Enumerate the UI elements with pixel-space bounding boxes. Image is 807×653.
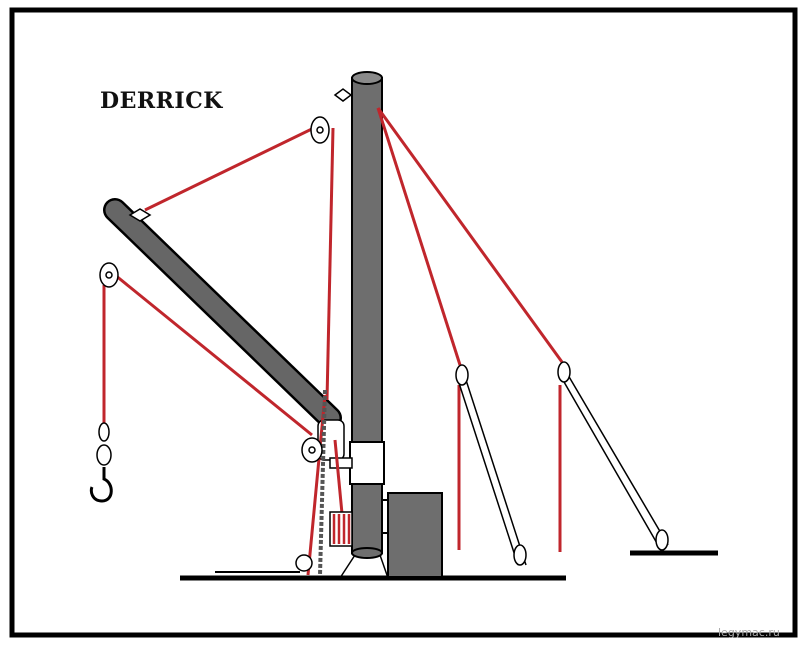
watermark: legymac.ru	[718, 626, 780, 639]
picture-frame	[9, 7, 798, 638]
rigging-ropes	[102, 107, 564, 576]
winch-box	[387, 492, 443, 578]
boom	[103, 198, 353, 469]
winch-drum	[329, 511, 353, 547]
mast	[339, 71, 389, 579]
diagram-title: DERRICK	[100, 88, 223, 114]
pulley-blocks	[99, 88, 353, 572]
chain	[318, 389, 327, 576]
guy-tackles	[455, 361, 669, 566]
hook	[89, 422, 113, 503]
